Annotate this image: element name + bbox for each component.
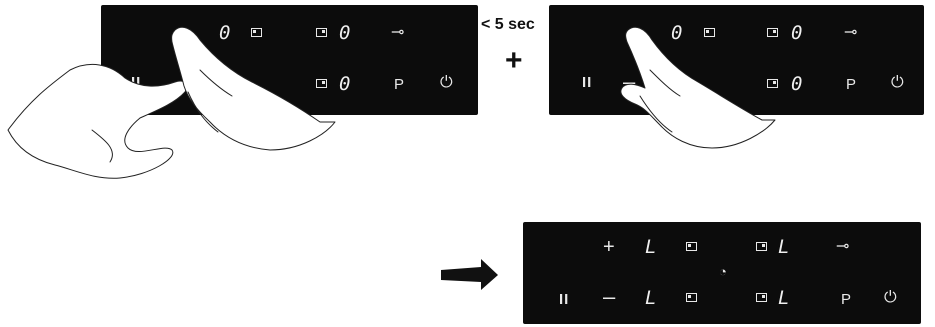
zone-select-top-right-icon[interactable] (767, 28, 778, 37)
zone-display-top-right: 0 (791, 22, 803, 44)
zone-select-top-left-icon[interactable] (704, 28, 715, 37)
pause-button[interactable]: II (582, 74, 593, 91)
key-lock-icon[interactable]: ⊸ (836, 238, 850, 255)
control-panel-result: + L L ⊸ ◔ II – L L P ⏻ (523, 222, 921, 324)
key-lock-icon[interactable]: ⊸ (844, 24, 858, 41)
zone-display-bottom-left: L (645, 287, 657, 309)
zone-display-top-right: 0 (339, 22, 351, 44)
zone-select-bottom-right-icon[interactable] (756, 293, 767, 302)
zone-display-bottom-right: 0 (791, 73, 803, 95)
timing-label: < 5 sec (481, 16, 535, 33)
zone-select-bottom-right-icon[interactable] (767, 79, 778, 88)
pause-button[interactable]: II (131, 74, 142, 91)
zone-display-bottom-right: L (778, 287, 790, 309)
zone-select-bottom-left-icon[interactable] (686, 293, 697, 302)
p-button[interactable]: P (394, 76, 405, 93)
power-icon[interactable]: ⏻ (440, 74, 453, 91)
left-hand-icon (7, 63, 188, 179)
zone-display-top-left: 0 (219, 22, 231, 44)
zone-display-top-right: L (778, 236, 790, 258)
power-icon[interactable]: ⏻ (891, 74, 904, 91)
zone-select-top-left-icon[interactable] (686, 242, 697, 251)
zone-select-top-right-icon[interactable] (756, 242, 767, 251)
step2-hand-icon (620, 26, 776, 149)
right-hand-icon (171, 26, 336, 151)
plus-button[interactable]: + (603, 236, 615, 258)
zone-select-bottom-right-icon[interactable] (316, 79, 327, 88)
zone-display-top-left: 0 (671, 22, 683, 44)
plus-sign: + (505, 44, 523, 77)
timer-icon[interactable]: ◔ (719, 264, 727, 279)
p-button[interactable]: P (846, 76, 857, 93)
zone-select-top-left-icon[interactable] (251, 28, 262, 37)
minus-button[interactable]: – (603, 284, 616, 309)
key-lock-icon[interactable]: ⊸ (391, 24, 405, 41)
power-icon[interactable]: ⏻ (884, 289, 897, 306)
zone-select-top-right-icon[interactable] (316, 28, 327, 37)
zone-display-top-left: L (645, 236, 657, 258)
p-button[interactable]: P (841, 291, 852, 308)
control-panel-step2: 0 0 ⊸ II – 0 P ⏻ (549, 5, 924, 115)
zone-display-bottom-right: 0 (339, 73, 351, 95)
pause-button[interactable]: II (559, 291, 570, 308)
